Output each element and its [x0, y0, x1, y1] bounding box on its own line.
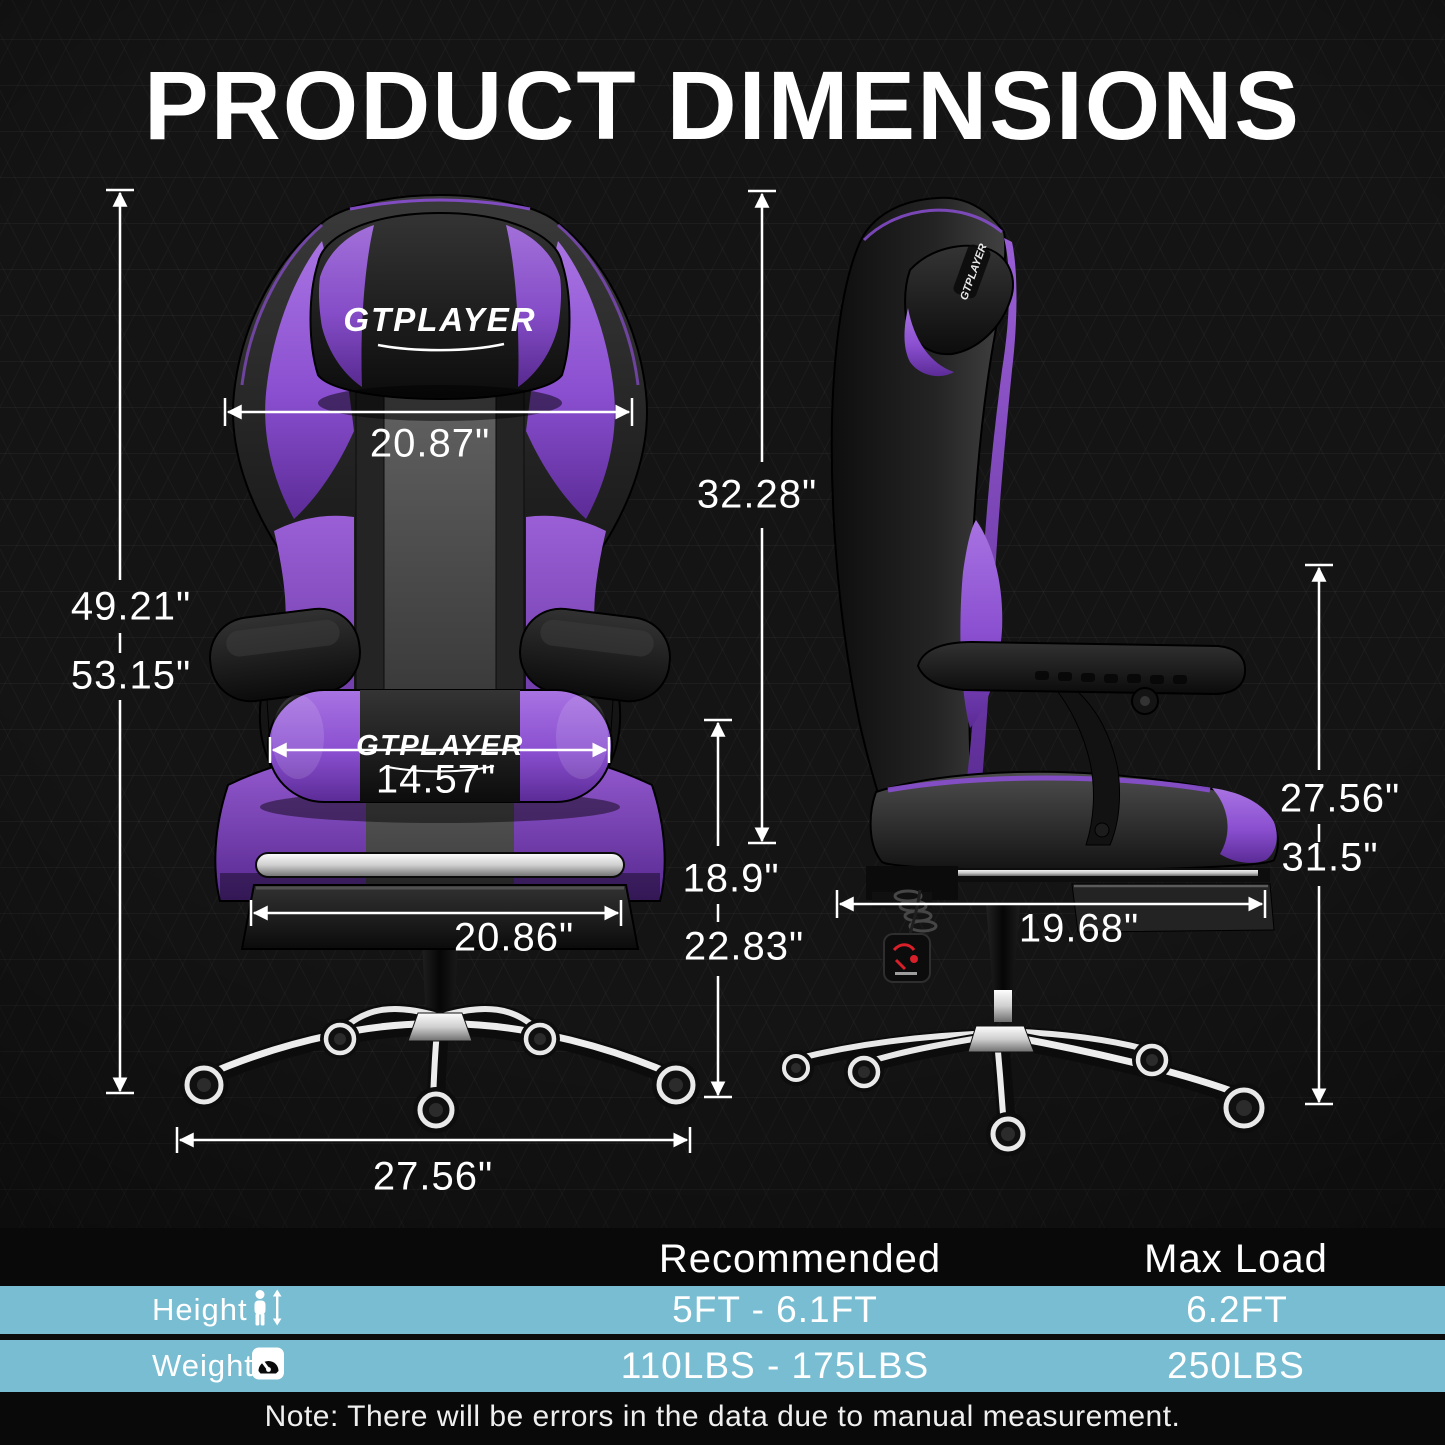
dim-base-width-label: 27.56"	[372, 1154, 494, 1199]
casters	[180, 1019, 700, 1133]
dim-overall-height-min-label: 49.21"	[70, 584, 192, 629]
weight-max-value: 250LBS	[1167, 1345, 1305, 1386]
dim-backrest-height-label: 32.28"	[696, 472, 818, 517]
height-row-label: Height	[152, 1292, 248, 1327]
spec-table: Recommended Max Load Height 5FT -	[0, 1228, 1445, 1445]
table-row-weight: Weight 110LBS - 175LBS 250LBS	[0, 1340, 1445, 1392]
dim-overall-height-max-label: 53.15"	[70, 653, 192, 698]
height-max-value: 6.2FT	[1186, 1289, 1288, 1330]
headrest-pillow: GTPLAYER	[309, 211, 571, 421]
table-row-height: Height 5FT - 6.1FT 6.2FT	[0, 1286, 1445, 1334]
column-header-recommended: Recommended	[658, 1237, 942, 1281]
side-seat-cushion	[869, 770, 1279, 872]
side-headrest-pillow: GTPLAYER	[904, 242, 1014, 377]
weight-scale-icon	[251, 1347, 285, 1386]
weight-row-label: Weight	[152, 1348, 254, 1383]
dim-lumbar-width-label: 14.57"	[375, 757, 497, 802]
column-header-max-load: Max Load	[1144, 1237, 1328, 1281]
dim-seat-height-min-label: 18.9"	[682, 856, 780, 901]
side-armrest	[916, 640, 1247, 846]
page-title: PRODUCT DIMENSIONS	[144, 51, 1301, 160]
backrest-center-panel	[374, 395, 506, 695]
table-row-separator	[0, 1334, 1445, 1340]
warning-tag	[883, 933, 931, 983]
height-recommended-value: 5FT - 6.1FT	[672, 1289, 878, 1330]
footrest-retracted	[240, 852, 640, 950]
front-chair-illustration: GTPLAYER	[180, 193, 700, 1133]
dim-armrest-height-min-label: 27.56"	[1279, 776, 1401, 821]
lumbar-pillow: GTPLAYER	[260, 689, 620, 823]
brand-logo-headrest: GTPLAYER	[343, 301, 536, 338]
person-height-icon	[251, 1289, 285, 1332]
casters-side	[780, 1040, 1269, 1156]
gas-cylinder-side	[986, 904, 1020, 992]
dim-armrest-height-max-label: 31.5"	[1281, 835, 1379, 880]
dim-seat-width-label: 20.86"	[453, 915, 575, 960]
weight-recommended-value: 110LBS - 175LBS	[620, 1345, 930, 1386]
dim-seat-height-max-label: 22.83"	[683, 924, 805, 969]
dim-seat-depth-label: 19.68"	[1018, 906, 1140, 951]
measurement-note: Note: There will be errors in the data d…	[264, 1400, 1181, 1433]
side-underseat	[866, 866, 1275, 983]
chair-base-side	[780, 904, 1269, 1156]
side-chair-illustration: GTPLAYER	[780, 196, 1279, 1156]
dim-backrest-width-label: 20.87"	[369, 421, 491, 466]
dim-overall-height-line	[106, 188, 134, 1095]
